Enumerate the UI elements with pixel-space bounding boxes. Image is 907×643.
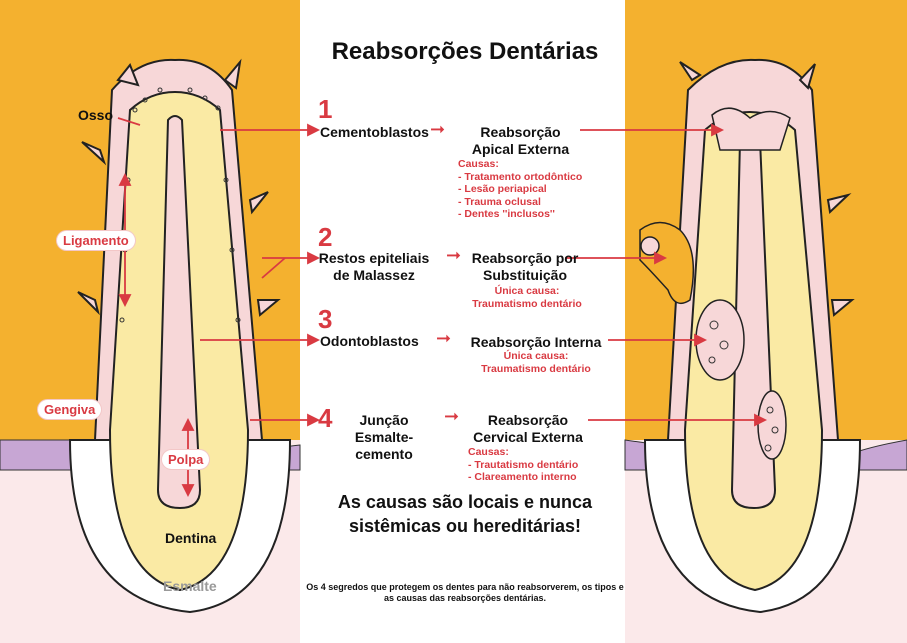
cause-line: - Dentes ''inclusos'': [458, 208, 582, 221]
page-title: Reabsorções Dentárias: [300, 38, 630, 66]
cause-line: - Clareamento interno: [468, 471, 578, 484]
item-source-1: Cementoblastos: [320, 124, 429, 141]
label-dentina: Dentina: [165, 530, 216, 546]
item-result-2: Reabsorção por Substituição: [470, 250, 580, 284]
item-causes-3: Única causa: Traumatismo dentário: [462, 350, 610, 375]
cause-line: - Lesão periapical: [458, 183, 582, 196]
conclusion-text: As causas são locais e nunca sistêmicas …: [300, 490, 630, 538]
item-result-4: Reabsorção Cervical Externa: [466, 412, 590, 446]
causes-title: Única causa:: [462, 285, 592, 298]
item-source-3: Odontoblastos: [320, 333, 419, 350]
arrow-3: ➞: [436, 328, 451, 349]
label-gengiva: Gengiva: [38, 400, 101, 419]
label-osso: Osso: [78, 107, 113, 123]
cause-line: - Trauma oclusal: [458, 196, 582, 209]
item-source-2: Restos epiteliais de Malassez: [318, 250, 430, 284]
item-result-3: Reabsorção Interna: [462, 334, 610, 351]
item-result-1: Reabsorção Apical Externa: [458, 124, 583, 158]
cause-line: Traumatismo dentário: [462, 298, 592, 311]
arrow-2: ➞: [446, 245, 461, 266]
cause-line: - Trautatismo dentário: [468, 459, 578, 472]
label-esmalte: Esmalte: [163, 578, 217, 594]
cause-line: - Tratamento ortodôntico: [458, 171, 582, 184]
item-number-1: 1: [318, 94, 332, 125]
item-causes-2: Única causa: Traumatismo dentário: [462, 285, 592, 310]
item-causes-1: Causas: - Tratamento ortodôntico - Lesão…: [458, 158, 582, 221]
item-number-2: 2: [318, 222, 332, 253]
item-causes-4: Causas: - Trautatismo dentário - Claream…: [468, 446, 578, 484]
footnote-text: Os 4 segredos que protegem os dentes par…: [300, 582, 630, 604]
arrow-1: ➞: [430, 119, 445, 140]
item-number-3: 3: [318, 304, 332, 335]
causes-title: Causas:: [458, 158, 582, 171]
causes-title: Causas:: [468, 446, 578, 459]
label-ligamento: Ligamento: [57, 231, 135, 250]
item-source-4: Junção Esmalte-cemento: [334, 412, 434, 463]
label-polpa: Polpa: [162, 450, 209, 469]
cervical-resorption: [758, 391, 786, 459]
causes-title: Única causa:: [462, 350, 610, 363]
cause-line: Traumatismo dentário: [462, 363, 610, 376]
item-number-4: 4: [318, 403, 332, 434]
arrow-4: ➞: [444, 406, 459, 427]
